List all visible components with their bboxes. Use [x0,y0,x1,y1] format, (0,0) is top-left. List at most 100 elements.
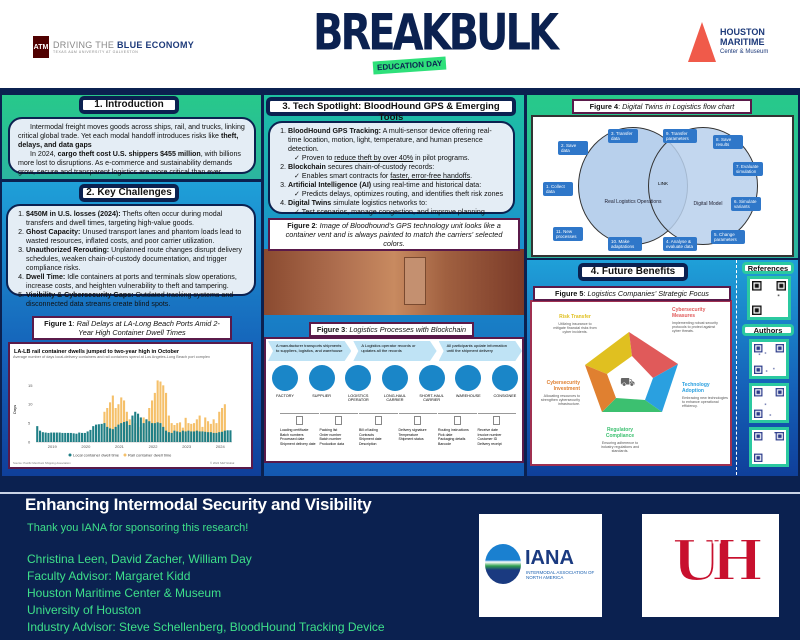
check-underline: faster, error-free handoffs [390,172,471,180]
record-field: Batch numbers [280,432,304,437]
local-bar [64,432,67,442]
local-bar [95,424,98,442]
check-text: ✓ Test scenarios, manage congestion, and… [294,208,485,216]
actor-icon [491,365,518,391]
rail-bar [159,381,162,442]
rail-bar [165,392,168,442]
local-bar [106,426,109,442]
sail-icon [688,22,716,62]
document-icon [295,416,303,425]
challenges-list: $450M in U.S. losses (2024): Thefts ofte… [6,204,256,308]
gps-unit-device [404,257,426,305]
local-bar [167,432,170,442]
rail-bar [221,408,224,442]
actor-icon [345,365,372,391]
rail-bar [106,408,109,442]
local-bar [78,432,81,442]
y-axis-label: Days [12,405,17,414]
strategy-desc: Implementing robust security protocols t… [672,321,718,333]
rail-bar [223,404,226,442]
tech-item: Digital Twins simulate logistics network… [288,199,505,217]
legend-swatch [123,453,127,457]
record-field: Production data [319,441,345,446]
fig4-label: Figure 4 [589,102,619,111]
rail-bar [184,417,187,442]
document-icon [453,416,461,425]
local-bar [75,433,78,442]
local-bar [195,430,198,442]
actor: CONSIGNEE [488,365,522,409]
local-bar [100,423,103,442]
record-field: Customer ID [477,437,498,441]
record-field: Receive date [477,428,498,432]
uh-logo: UH [642,514,779,617]
flow-step: 6. Simulate variants [731,197,761,211]
chart-title: LA-LB rail container dwells jumped to tw… [14,349,180,355]
strategy-desc: Embracing new technologies to enhance op… [682,396,728,408]
author-qr-code-1[interactable] [749,339,789,379]
tech-item: Artificial Intelligence (AI) using real-… [288,181,505,199]
fig2-caption: Figure 2: Image of Bloodhound's GPS tech… [268,218,520,251]
y-tick-label: 15 [28,383,33,388]
challenge-item: Dwell Time: Idle containers at ports and… [26,273,246,291]
strategy-desc: Allocating resources to strengthen cyber… [540,394,580,406]
footer-rule [0,492,800,494]
author-qr-code-2[interactable] [749,383,789,423]
fig4-caption-text: Digital Twins in Logistics flow chart [622,102,735,111]
legend-label: Rail container dwell time [128,453,172,458]
link-label: LINK [658,181,669,186]
risk-transfer-segment [585,332,632,374]
strategy-title: Regulatory Compliance [605,427,635,439]
local-bar [131,415,134,442]
rail-bar [156,380,159,442]
local-bar [128,425,131,442]
challenge-text: Thefts often occur during modal transfer… [26,210,223,227]
actor-icon [272,365,298,391]
record-field: Contracts [359,432,374,437]
rail-bar [120,397,123,442]
intro-p2-bold: cargo theft cost U.S. shippers $455 mill… [57,150,201,158]
challenge-text: Unplanned route changes disrupt delivery… [26,246,243,272]
actor-label: CONSIGNEE [493,394,517,398]
authors-title: Authors [742,324,794,336]
actor: SHORT-HAUL CARRIER [415,365,449,409]
tech-text: using real-time and historical data: [371,181,482,189]
local-bar [125,421,128,442]
record-field: Bill of lading [359,428,378,432]
hmm-l2: MARITIME [720,37,765,47]
references-qr-code[interactable] [747,276,791,320]
record-field: Invoice number [477,432,502,437]
tech-item: BloodHound GPS Tracking: A multi-sensor … [288,127,505,163]
local-bar [181,430,184,442]
check-end: . [470,172,473,180]
check-text: ✓ Enables smart contracts for [294,172,391,180]
poster-title: Enhancing Intermodal Security and Visibi… [25,495,372,514]
local-bar [55,432,58,442]
intro-p2-rest: , with billions more lost to disruptions… [18,150,241,176]
author-qr-code-3[interactable] [749,427,789,467]
local-bar [201,431,204,442]
rail-bar [212,419,215,442]
challenge-item: Ghost Capacity: Unused transport lanes a… [26,228,246,246]
local-bar [61,432,64,442]
intro-text: Intermodal freight moves goods across sh… [8,117,256,176]
record-field: Routing instructions [438,428,469,432]
chart-subtitle-wrap: Average number of days local-delivery co… [13,355,210,359]
local-bar [117,424,120,442]
fig3-caption: Figure 3: Logistics Processes with Block… [309,322,474,337]
local-bar [179,432,182,442]
local-bar [184,431,187,442]
strategy-title: Technology Adoption [682,382,710,394]
challenges-title: 2. Key Challenges [80,185,178,201]
legend-swatch [68,453,72,457]
local-bar [86,431,89,442]
local-bar [223,430,226,442]
flow-step: 4. Analyse & evaluate data [663,237,697,251]
sidebar-divider [736,260,737,475]
local-bar [109,428,112,442]
local-bar [120,423,123,442]
